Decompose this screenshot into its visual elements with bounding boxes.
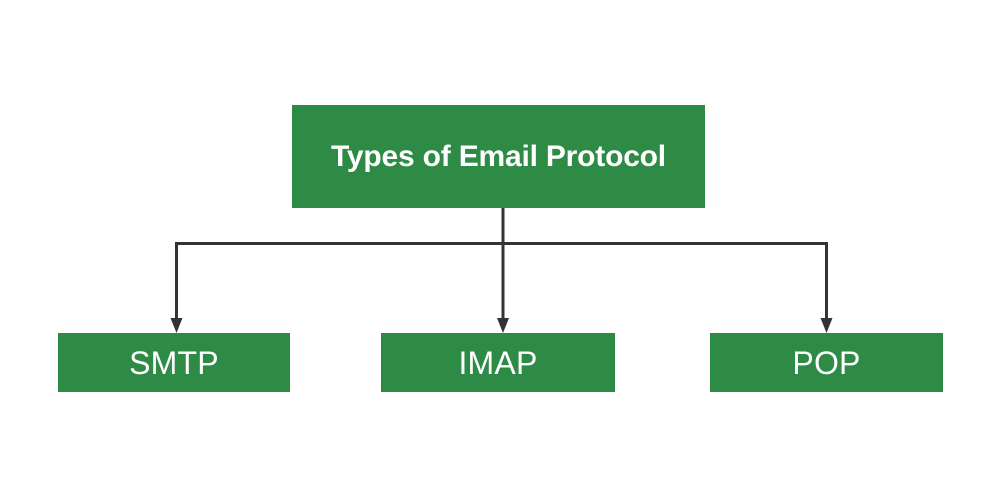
child-node-imap: IMAP <box>381 333 615 392</box>
child-node-label-smtp: SMTP <box>129 344 219 381</box>
down-arrow-icon-imap <box>497 318 509 333</box>
child-node-label-imap: IMAP <box>458 344 538 381</box>
root-node-types-of-email-protocol: Types of Email Protocol <box>292 105 705 208</box>
down-arrow-icon-smtp <box>170 318 183 333</box>
child-node-pop: POP <box>710 333 943 392</box>
child-node-label-pop: POP <box>792 344 861 381</box>
root-node-label: Types of Email Protocol <box>331 139 666 173</box>
child-node-smtp: SMTP <box>58 333 290 392</box>
down-arrow-icon-pop <box>820 318 833 333</box>
